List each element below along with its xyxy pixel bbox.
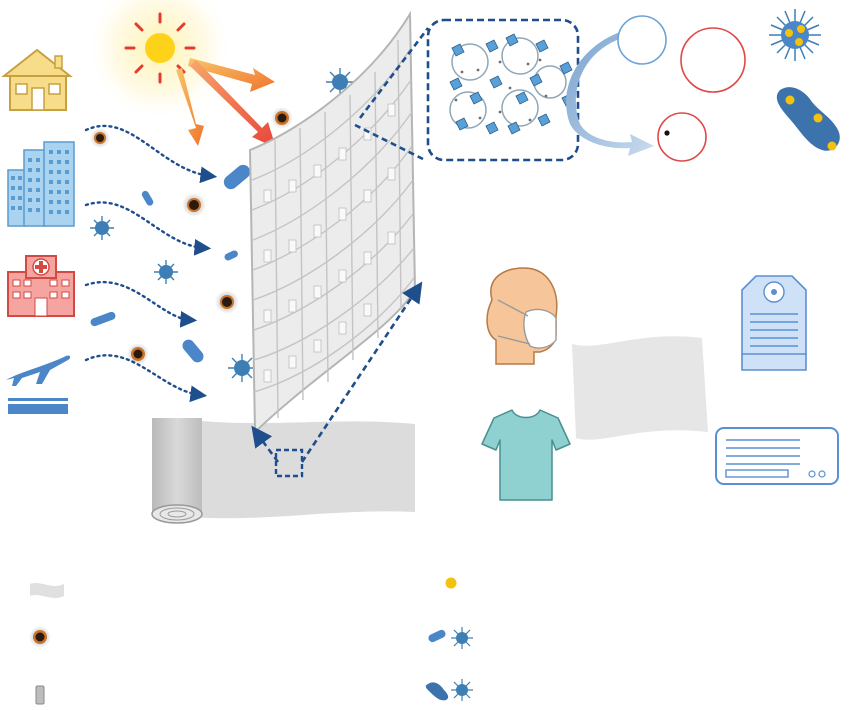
city-buildings-icon — [7, 141, 75, 227]
fabric-swatch — [572, 336, 708, 440]
face-mask-head-icon — [486, 267, 558, 365]
bacteria-icon — [224, 250, 238, 261]
legend — [29, 577, 473, 705]
mof-crystal-icon — [449, 33, 575, 135]
selection-box — [274, 448, 304, 478]
bacteria-icon — [141, 190, 154, 206]
house-icon — [1, 48, 73, 111]
bacteria-group — [90, 164, 251, 363]
mof-crystal-panel — [426, 18, 580, 162]
particulate-matter-icon — [29, 626, 51, 648]
inactivated-bacterium-icon — [776, 87, 840, 151]
reactant-circle — [617, 15, 667, 65]
woven-fabric-sheet — [248, 10, 417, 435]
particulate-matter-icon — [127, 343, 149, 365]
sunlight-arrows — [176, 58, 276, 148]
ros-circle — [680, 27, 746, 93]
bacteria-icon — [182, 339, 204, 363]
fabric-roll — [151, 418, 415, 524]
bacteria-icon — [90, 311, 116, 327]
sun-icon — [85, 0, 235, 123]
particulate-matter-icon — [215, 290, 239, 314]
air-conditioner-icon — [715, 427, 839, 485]
pollutant-trajectories — [84, 124, 218, 403]
virus-icon — [154, 260, 178, 284]
particulate-matter-icon — [90, 128, 110, 148]
virus-icon — [228, 354, 256, 382]
particulate-matter-icon — [182, 193, 206, 217]
reaction-arrow — [566, 32, 654, 156]
particulate-matter-group — [90, 107, 293, 365]
mof-crystal-icon — [35, 685, 45, 705]
virus-icon — [90, 216, 114, 240]
zoom-arrows-sheet-to-mof — [354, 27, 430, 162]
t-shirt-icon — [481, 409, 571, 501]
bacteria-icon — [223, 164, 251, 190]
fabric-sample-icon — [30, 583, 64, 598]
reaction-circles — [617, 15, 746, 162]
product-circle — [657, 112, 707, 162]
gold-nanoparticle-icon — [445, 577, 457, 589]
bacteria-virus-icon — [428, 627, 473, 649]
airplane-icon — [6, 355, 71, 414]
zoom-arrows-roll-to-sheet — [251, 281, 423, 463]
particulate-matter-icon — [271, 107, 293, 129]
inactivated-bacteria-virus-icon — [425, 679, 473, 701]
air-purifier-icon — [741, 275, 807, 371]
hospital-icon — [7, 255, 75, 317]
inactivated-virus-icon — [769, 9, 821, 61]
